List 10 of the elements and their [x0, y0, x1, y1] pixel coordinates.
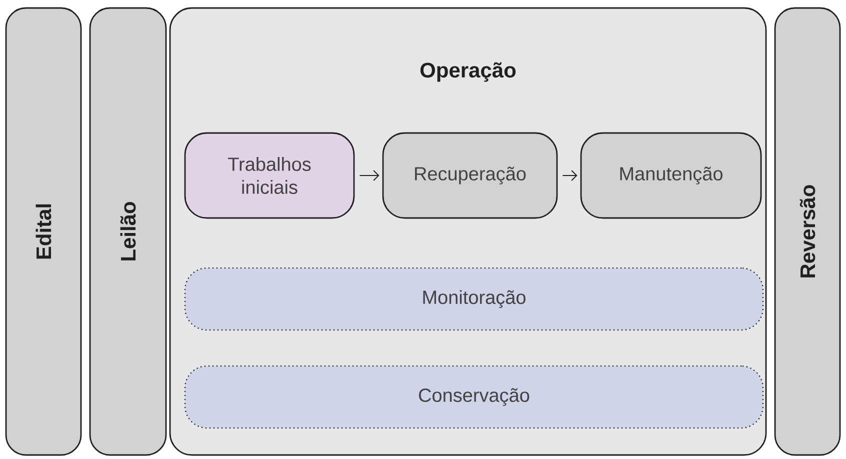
- process-box: Manutenção: [580, 132, 762, 219]
- process-box: Trabalhos iniciais: [184, 132, 355, 219]
- phase-bar: Edital: [5, 7, 82, 456]
- activity-band: Monitoração: [184, 267, 764, 331]
- activity-band: Conservação: [184, 365, 764, 429]
- arrow: [562, 170, 578, 181]
- process-box: Recuperação: [382, 132, 558, 219]
- arrow: [359, 170, 380, 181]
- phase-bar: Leilão: [89, 7, 167, 456]
- phase-bar: Reversão: [774, 7, 841, 456]
